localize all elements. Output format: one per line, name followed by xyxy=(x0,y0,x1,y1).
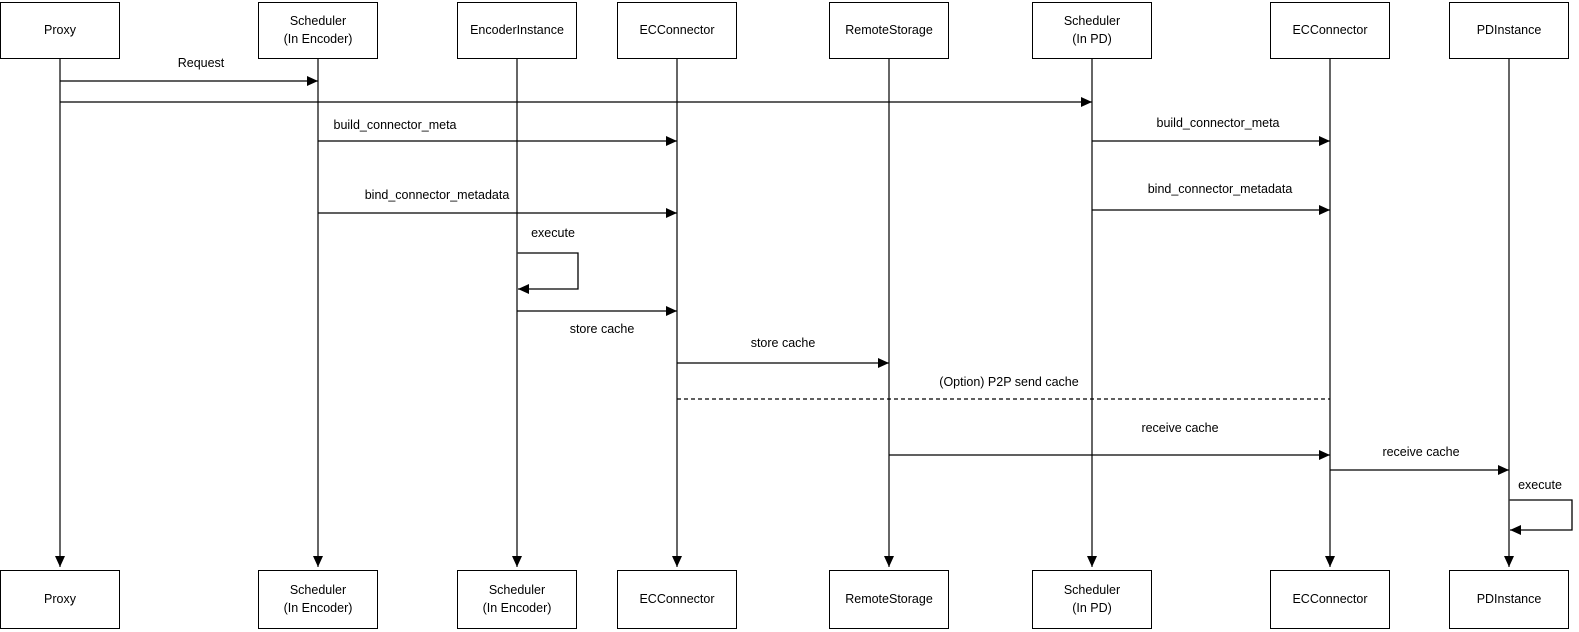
actor-top-box-scheduler-encoder: Scheduler (In Encoder) xyxy=(258,2,378,59)
message-label-store-cache-remote: store cache xyxy=(748,336,818,351)
actor-top-box-ec-connector-pd: ECConnector xyxy=(1270,2,1390,59)
message-label-execute-pd: execute xyxy=(1516,478,1564,493)
actor-top-box-proxy: Proxy xyxy=(0,2,120,59)
actor-top-box-scheduler-pd: Scheduler (In PD) xyxy=(1032,2,1152,59)
actor-label: RemoteStorage xyxy=(845,22,933,37)
actor-label: ECConnector xyxy=(1292,22,1368,37)
actor-top-box-ec-connector-encoder: ECConnector xyxy=(617,2,737,59)
actor-label: Scheduler (In PD) xyxy=(1063,583,1121,615)
actor-top-box-remote-storage: RemoteStorage xyxy=(829,2,949,59)
message-label-request: Request xyxy=(175,56,227,71)
actor-label: Scheduler (In Encoder) xyxy=(482,583,552,615)
actor-bottom-box-remote-storage: RemoteStorage xyxy=(829,570,949,629)
message-label-receive-cache-pd: receive cache xyxy=(1380,445,1462,460)
actor-top-box-encoder-instance: EncoderInstance xyxy=(457,2,577,59)
actor-bottom-box-ec-connector-encoder: ECConnector xyxy=(617,570,737,629)
actor-label: Scheduler (In PD) xyxy=(1063,14,1121,46)
message-label-encoder-to-connector: store cache xyxy=(567,322,637,337)
message-label-execute-encoder: execute xyxy=(529,226,577,241)
actor-label: Proxy xyxy=(44,22,76,37)
actor-bottom-box-pd-instance: PDInstance xyxy=(1449,570,1569,629)
actor-bottom-box-ec-connector-pd: ECConnector xyxy=(1270,570,1390,629)
actor-bottom-box-scheduler-encoder: Scheduler (In Encoder) xyxy=(258,570,378,629)
message-label-bind-connector-metadata-pd: bind_connector_metadata xyxy=(1145,182,1295,197)
actor-bottom-box-encoder-instance: Scheduler (In Encoder) xyxy=(457,570,577,629)
message-label-p2p-send-cache: (Option) P2P send cache xyxy=(937,375,1081,390)
message-label-build-connector-meta-pd: build_connector_meta xyxy=(1154,116,1282,131)
actor-label: ECConnector xyxy=(1292,591,1368,606)
message-label-build-connector-meta-encoder: build_connector_meta xyxy=(331,118,459,133)
actor-label: PDInstance xyxy=(1476,22,1542,37)
actor-bottom-box-proxy: Proxy xyxy=(0,570,120,629)
message-label-bind-connector-metadata-encoder: bind_connector_metadata xyxy=(362,188,512,203)
actor-label: EncoderInstance xyxy=(470,22,564,37)
actor-label: PDInstance xyxy=(1476,591,1542,606)
actor-label: Proxy xyxy=(44,591,76,606)
actor-label: ECConnector xyxy=(639,591,715,606)
actor-label: Scheduler (In Encoder) xyxy=(283,14,353,46)
actor-label: ECConnector xyxy=(639,22,715,37)
actor-top-box-pd-instance: PDInstance xyxy=(1449,2,1569,59)
actor-label: RemoteStorage xyxy=(845,591,933,606)
message-line-execute-pd xyxy=(1509,499,1573,535)
actor-bottom-box-scheduler-pd: Scheduler (In PD) xyxy=(1032,570,1152,629)
actor-label: Scheduler (In Encoder) xyxy=(283,583,353,615)
message-line-execute-encoder xyxy=(517,252,579,294)
message-label-receive-cache-storage: receive cache xyxy=(1139,421,1221,436)
